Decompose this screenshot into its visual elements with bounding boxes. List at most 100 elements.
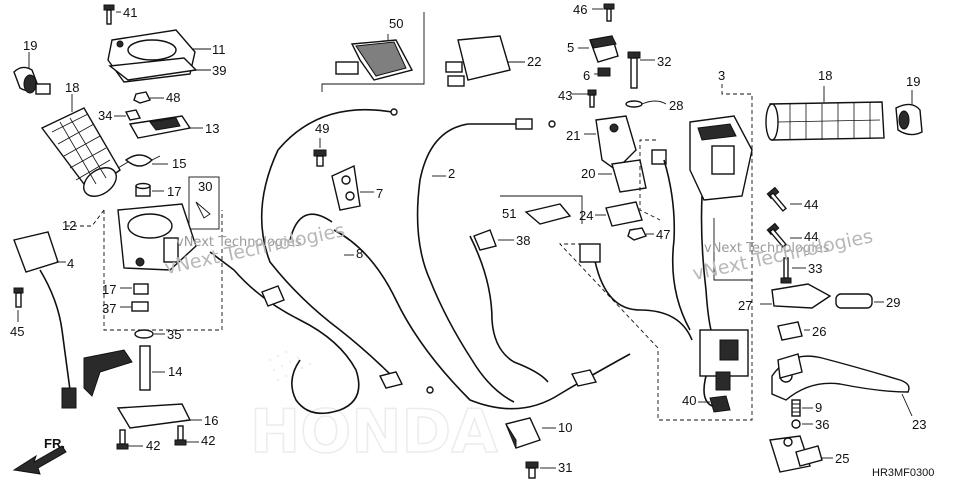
spring-26: [777, 321, 803, 341]
washer-37: [131, 301, 149, 312]
handle-grip-18-right: [765, 101, 885, 141]
bolt-32: [627, 51, 641, 89]
ball-36: [791, 419, 801, 429]
bolt-49: [313, 149, 327, 167]
clamp-40: [709, 395, 731, 413]
part-frame-30: [188, 176, 220, 230]
callout-label-4: 4: [67, 256, 74, 271]
callout-label-41: 41: [123, 5, 137, 20]
callout-label-33: 33: [808, 261, 822, 276]
callout-label-11: 11: [212, 42, 226, 57]
screw-33: [780, 257, 792, 284]
callout-label-46: 46: [573, 2, 587, 17]
callout-label-49: 49: [315, 121, 329, 136]
callout-label-10: 10: [558, 420, 572, 435]
screw-43: [587, 89, 597, 108]
switch-harness: [579, 159, 749, 407]
spring-15: [117, 154, 161, 169]
callout-label-42a: 42: [146, 438, 160, 453]
switch-27: [771, 283, 832, 309]
part-frame-3-left: [639, 139, 661, 221]
brake-lever-23: [771, 353, 910, 401]
callout-label-35: 35: [167, 327, 181, 342]
screw-46: [603, 3, 615, 22]
callout-label-27: 27: [738, 298, 752, 313]
callout-label-17a: 17: [167, 184, 181, 199]
callout-label-26: 26: [812, 324, 826, 339]
callout-label-16: 16: [204, 413, 218, 428]
cable-bracket-7: [331, 164, 361, 211]
brake-cable-2: [416, 118, 598, 403]
bolt-31: [525, 461, 539, 479]
front-direction-label: FR.: [44, 436, 65, 451]
callout-label-25: 25: [835, 451, 849, 466]
throttle-housing-12: [117, 203, 197, 271]
callout-label-45: 45: [10, 324, 24, 339]
throttle-lever-14: [83, 345, 151, 397]
callout-label-47: 47: [656, 227, 670, 242]
bolt-41: [103, 4, 115, 25]
front-direction-arrow: [12, 445, 67, 475]
nut-48: [133, 91, 151, 104]
contact-plate-13: [128, 115, 192, 139]
switch-assembly-4: [13, 231, 77, 409]
callout-label-40: 40: [682, 393, 696, 408]
callout-label-38: 38: [516, 233, 530, 248]
part-frame-44: [713, 218, 752, 281]
callout-label-32: 32: [657, 54, 671, 69]
callout-label-6: 6: [583, 68, 590, 83]
callout-label-12: 12: [62, 218, 76, 233]
bolt-44-bottom: [766, 222, 787, 248]
throttle-cable-8: [260, 108, 631, 410]
callout-label-48: 48: [166, 90, 180, 105]
callout-label-9: 9: [815, 400, 822, 415]
callout-label-34: 34: [98, 108, 112, 123]
callout-label-18a: 18: [65, 80, 79, 95]
callout-label-19a: 19: [23, 38, 37, 53]
callout-label-5: 5: [567, 40, 574, 55]
callout-label-7: 7: [376, 186, 383, 201]
callout-label-14: 14: [168, 364, 182, 379]
callout-label-30: 30: [198, 179, 212, 194]
callout-label-28: 28: [669, 98, 683, 113]
handle-grip-18-left: [40, 107, 121, 197]
watermark-text: vNext Technologies: [176, 235, 302, 250]
watermark-text: vNext Technologies: [704, 241, 830, 256]
callout-label-23: 23: [912, 417, 926, 432]
callout-label-44a: 44: [804, 197, 818, 212]
callout-label-50: 50: [389, 16, 403, 31]
callout-label-36: 36: [815, 417, 829, 432]
callout-label-22: 22: [527, 54, 541, 69]
callout-label-51: 51: [502, 206, 516, 221]
cover-16: [116, 403, 192, 429]
bracket-24: [605, 201, 643, 227]
cable-holder-10: [505, 417, 541, 449]
collar-17-top: [135, 182, 151, 197]
grip-heater-cover-50: [335, 39, 414, 81]
callout-label-37: 37: [102, 301, 116, 316]
callout-label-29: 29: [886, 295, 900, 310]
callout-label-31: 31: [558, 460, 572, 475]
part-frame-51: [500, 195, 583, 224]
clip-6: [597, 67, 611, 77]
handlebar-switch-3: [651, 115, 753, 201]
bracket-51: [524, 203, 572, 225]
callout-label-15: 15: [172, 156, 186, 171]
pad-29: [835, 293, 873, 309]
clip-34: [124, 109, 142, 121]
part-frame-50: [321, 12, 425, 92]
switch-5: [589, 35, 619, 63]
part-frame-3: [558, 84, 753, 421]
lever-bracket-25: [769, 435, 823, 473]
callout-label-44b: 44: [804, 229, 818, 244]
grip-heater-cover-22: [445, 35, 511, 87]
callout-label-13: 13: [205, 121, 219, 136]
callout-label-20: 20: [581, 166, 595, 181]
washer-35: [134, 329, 154, 339]
callout-label-8: 8: [356, 246, 363, 261]
callout-label-42b: 42: [201, 433, 215, 448]
screw-42-right: [174, 425, 187, 446]
callout-label-3: 3: [718, 68, 725, 83]
